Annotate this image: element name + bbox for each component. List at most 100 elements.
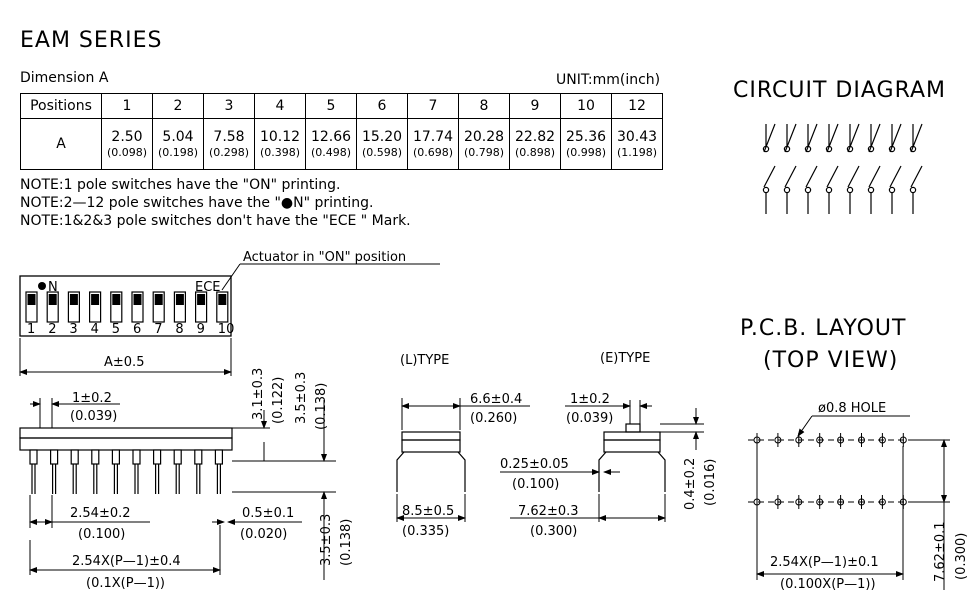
- dip-actuator-slot: [25, 291, 38, 323]
- switch-contact: [783, 186, 791, 194]
- switch-blade: [910, 123, 923, 153]
- switch-blade: [847, 123, 860, 153]
- switch-blade: [868, 123, 881, 153]
- e-left-lead: [598, 451, 607, 492]
- pcb-hole-group: [748, 433, 912, 509]
- unit-label: UNIT:mm(inch): [556, 72, 661, 88]
- pin-number: 8: [175, 322, 183, 337]
- pin-number: 9: [197, 322, 205, 337]
- switch-blade: [784, 123, 797, 153]
- lead-length-label: 3.5±0.3: [319, 514, 334, 566]
- total-length-label: 2.54X(P—1)±0.4: [72, 554, 181, 569]
- dimension-label: Dimension A: [20, 70, 109, 86]
- table-cell: 7.58(0.298): [203, 118, 255, 170]
- l-left-lead: [396, 451, 405, 492]
- table-cell: 3: [203, 93, 255, 119]
- mm-value: 12.66: [310, 129, 352, 145]
- pcb-view-subtitle: (TOP VIEW): [763, 348, 899, 373]
- hole-label: ø0.8 HOLE: [818, 401, 886, 416]
- pcb-row-inch: (0.300): [954, 533, 969, 580]
- switch-blade: [805, 165, 818, 188]
- height-label: 3.1±0.3: [251, 368, 266, 420]
- switch-contact: [762, 186, 770, 194]
- side-pin-shoulder: [111, 449, 121, 465]
- switch-blade: [889, 165, 902, 188]
- inch-value: (0.898): [514, 145, 556, 159]
- pin-number: 7: [154, 322, 162, 337]
- row-label-a: A: [20, 118, 102, 170]
- height-inch: (0.122): [271, 377, 286, 424]
- e-right-lead: [657, 451, 666, 492]
- switch-body-outline: [19, 275, 232, 337]
- dip-actuator-knob: [112, 294, 121, 305]
- pin-number: 4: [91, 322, 99, 337]
- inch-value: (0.598): [361, 145, 403, 159]
- height-inch: (0.138): [314, 383, 329, 430]
- pin-number: 6: [133, 322, 141, 337]
- pcb-pitch-label: 2.54X(P—1)±0.1: [770, 555, 879, 570]
- e-height-inch: (0.016): [703, 459, 718, 506]
- e-type-drawing: [500, 400, 704, 522]
- side-pin-shoulder: [70, 449, 79, 465]
- mm-value: 20.28: [463, 129, 505, 145]
- table-value-row: A 2.50(0.098) 5.04(0.198) 7.58(0.298) 10…: [20, 118, 663, 170]
- inch-value: (0.498): [310, 145, 352, 159]
- side-pin-shoulder: [173, 449, 182, 465]
- mm-value: 22.82: [514, 129, 556, 145]
- note-line: NOTE:1 pole switches have the "ON" print…: [20, 177, 341, 193]
- table-cell: 9: [509, 93, 561, 119]
- pitch-label: 2.54±0.2: [70, 506, 131, 521]
- table-cell: 5.04(0.198): [152, 118, 204, 170]
- actuator-leader-line: [221, 263, 241, 291]
- dip-actuator-slot: [195, 291, 208, 323]
- actuator-note: Actuator in "ON" position: [243, 250, 406, 265]
- dip-actuator-knob: [218, 294, 227, 305]
- dimension-table: Positions 1 2 3 4 5 6 7 8 9 10 12 A 2.50…: [20, 93, 663, 170]
- switch-blade: [784, 165, 797, 188]
- dip-actuator-knob: [175, 294, 184, 305]
- on-mark-label: N: [48, 280, 58, 295]
- pin-number: 2: [48, 322, 56, 337]
- table-cell: 6: [356, 93, 408, 119]
- switch-contact: [846, 186, 854, 194]
- switch-blade: [763, 165, 776, 188]
- dip-actuator-knob: [133, 294, 142, 305]
- side-pin-shoulder: [49, 449, 59, 465]
- pin-number: 10: [218, 322, 235, 337]
- note-line: NOTE:2—12 pole switches have the "●N" pr…: [20, 195, 374, 211]
- circuit-diagram-title: CIRCUIT DIAGRAM: [733, 78, 946, 103]
- e-bottom-inch: (0.300): [530, 524, 577, 539]
- pcb-layout: [748, 415, 950, 590]
- dip-actuator-knob: [197, 294, 206, 305]
- table-cell: 4: [254, 93, 306, 119]
- pin-number: 1: [27, 322, 35, 337]
- l-top-label: 6.6±0.4: [470, 392, 522, 407]
- side-pin-group: [29, 449, 223, 494]
- mm-value: 15.20: [361, 129, 403, 145]
- switch-blade: [847, 165, 860, 188]
- lead-length-inch: (0.138): [339, 519, 354, 566]
- table-cell: 20.28(0.798): [458, 118, 510, 170]
- note-line: NOTE:1&2&3 pole switches don't have the …: [20, 213, 411, 229]
- e-body-base: [603, 439, 661, 453]
- circuit-diagram: [762, 123, 923, 214]
- mm-value: 7.58: [213, 129, 245, 145]
- side-body-base: [19, 437, 233, 451]
- dip-actuator-knob: [91, 294, 100, 305]
- switch-contact: [888, 186, 896, 194]
- mm-value: 10.12: [259, 129, 301, 145]
- table-header-row: Positions 1 2 3 4 5 6 7 8 9 10 12: [20, 93, 663, 119]
- inch-value: (1.198): [616, 145, 658, 159]
- dip-actuator-knob: [27, 294, 36, 305]
- pin-number: 5: [112, 322, 120, 337]
- e-height-label: 0.4±0.2: [683, 458, 698, 510]
- hole-leader-line: [797, 415, 813, 437]
- thickness-label: 0.5±0.1: [242, 506, 294, 521]
- side-pin-shoulder: [91, 449, 100, 465]
- inch-value: (0.198): [157, 145, 199, 159]
- dip-actuator-slot: [173, 291, 186, 323]
- table-cell: 17.74(0.698): [407, 118, 459, 170]
